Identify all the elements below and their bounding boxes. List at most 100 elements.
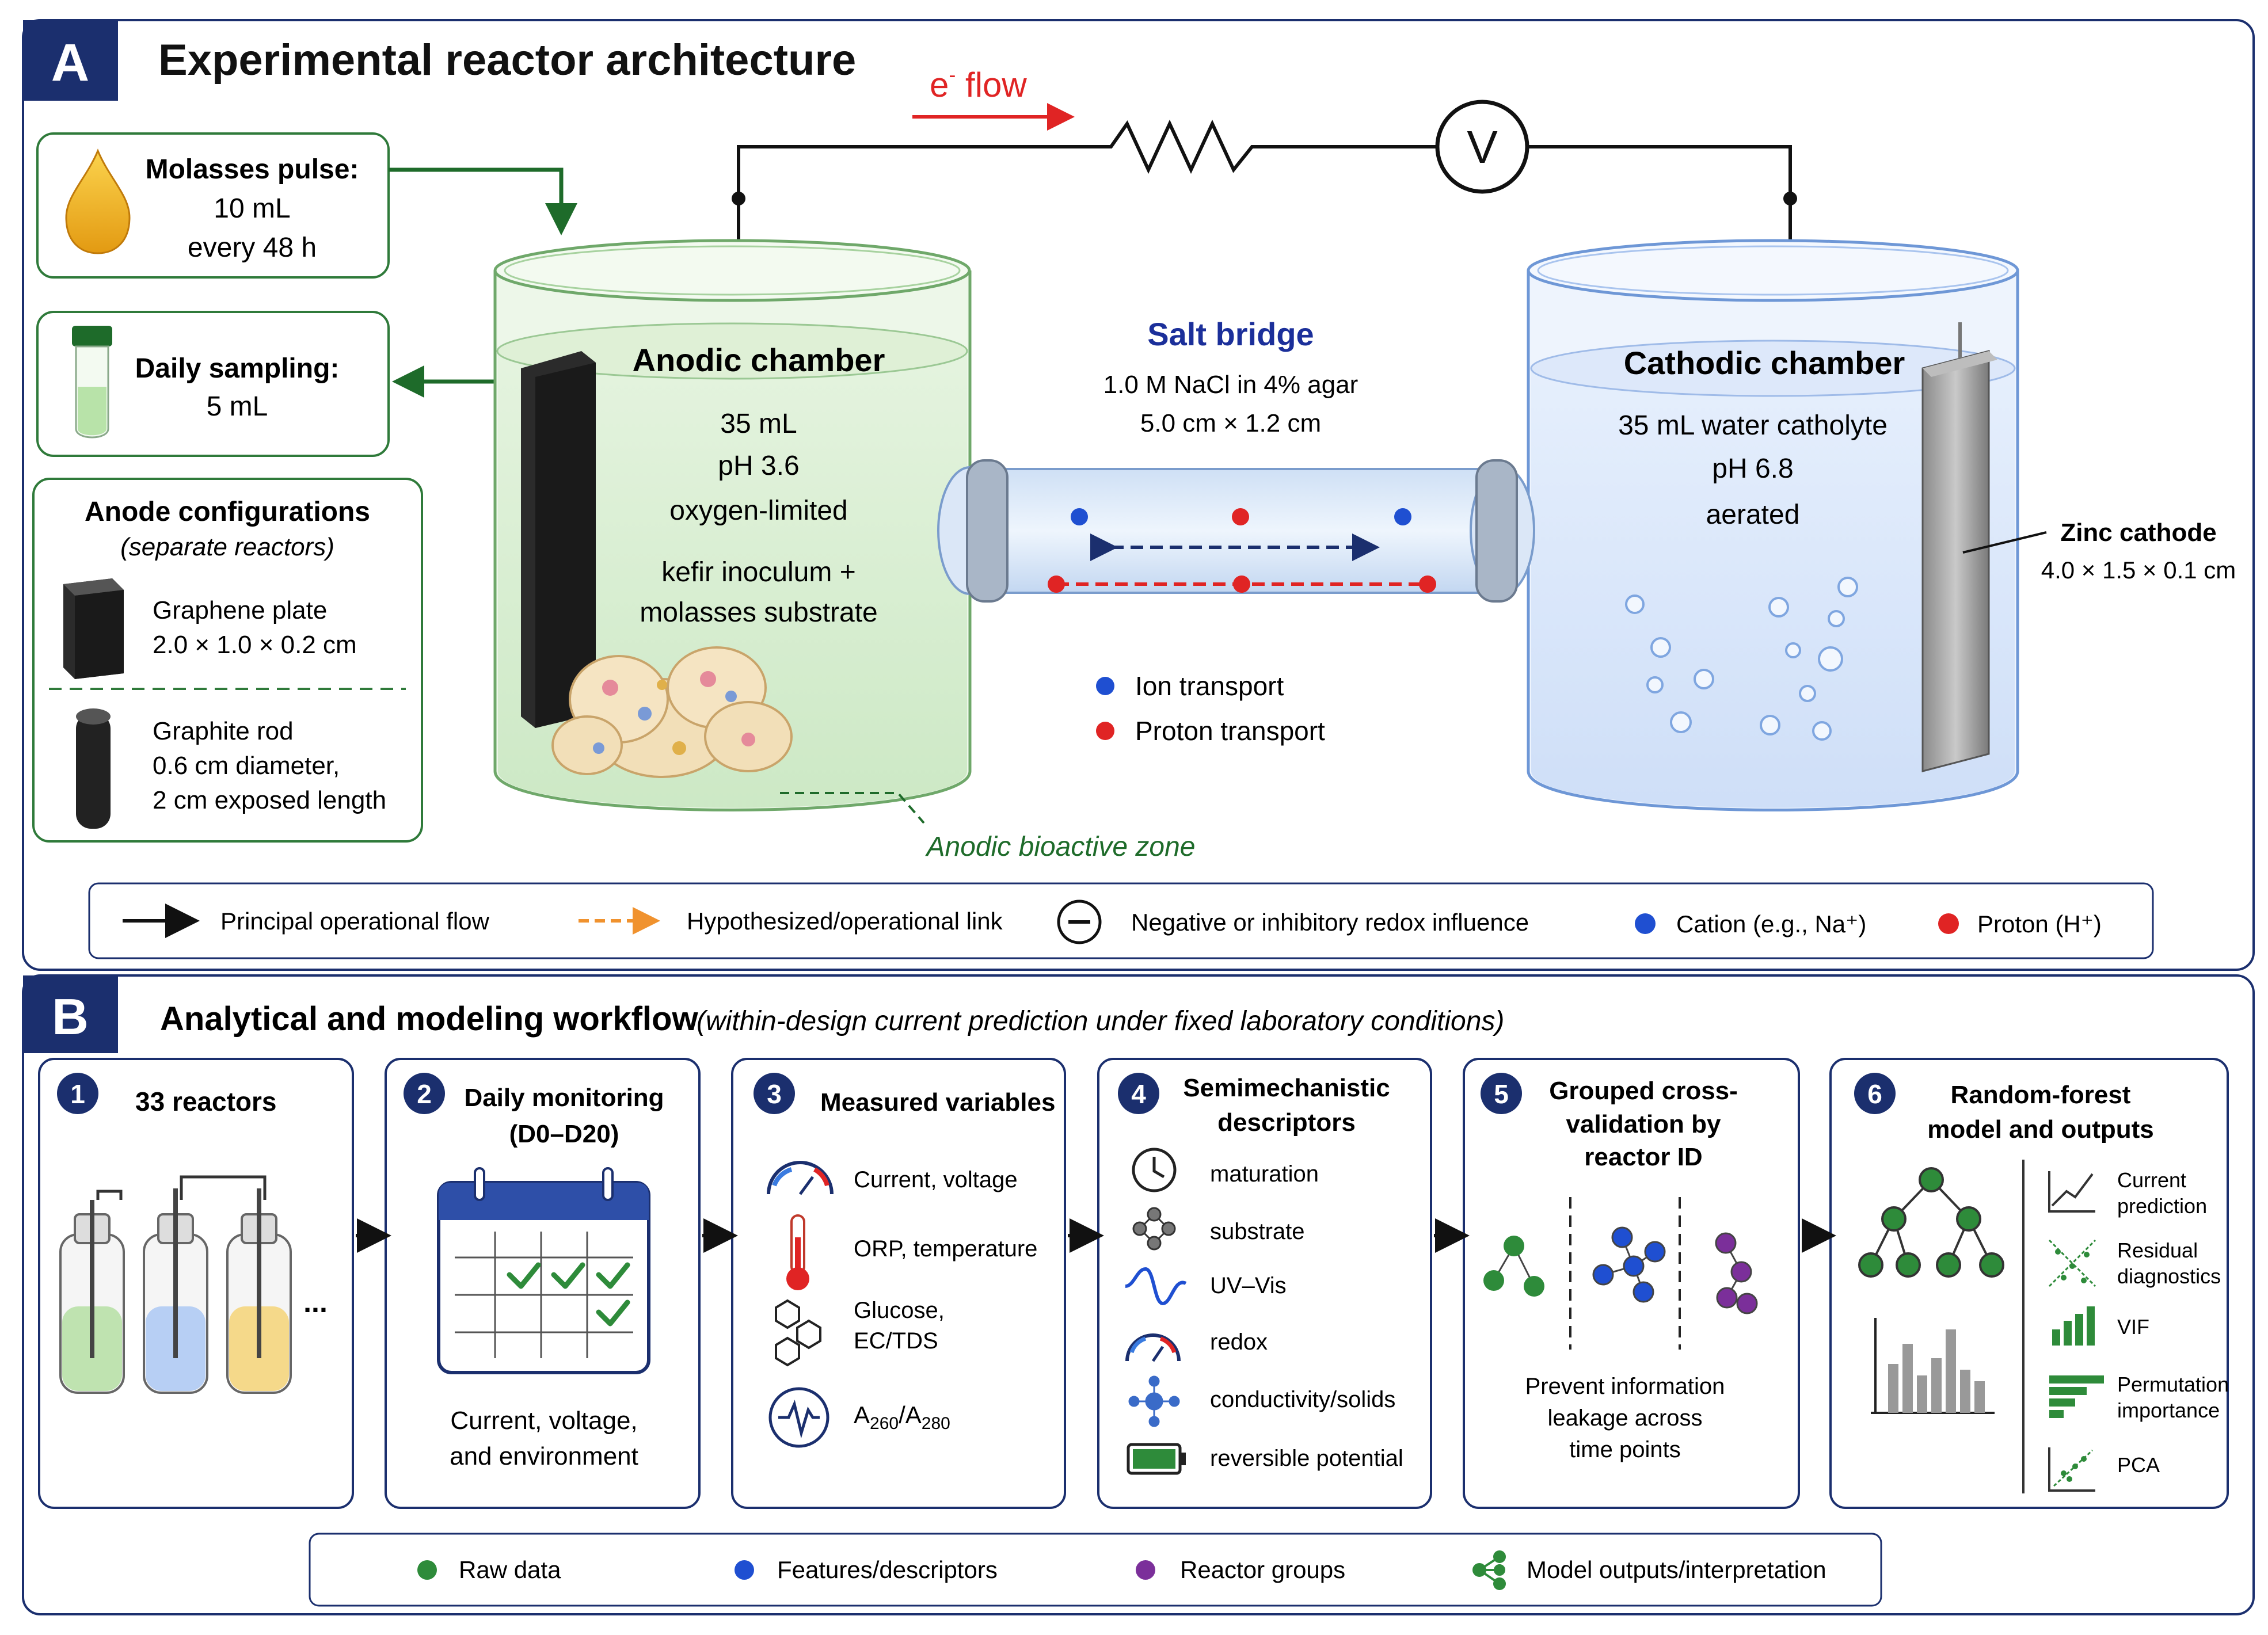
reactor-groups-cluster: [1715, 1232, 1758, 1314]
graphene-name: Graphene plate: [153, 596, 327, 624]
pca-icon: [2048, 1447, 2095, 1492]
voltmeter: [1435, 100, 1529, 194]
legend-hypothesized: Hypothesized/operational link: [687, 908, 1003, 935]
bar-chart-icon: [1871, 1318, 1995, 1414]
molasses-line2: 10 mL: [214, 193, 290, 224]
legend-features-dot: [735, 1560, 754, 1580]
legend-cation: Cation (e.g., Na⁺): [1676, 910, 1866, 937]
step2-badge: [404, 1073, 445, 1114]
step5-caption2: leakage across: [1547, 1405, 1702, 1431]
legend-cation-dot: [1635, 913, 1656, 934]
step5-num: 5: [1494, 1079, 1509, 1109]
step4-title2: descriptors: [1217, 1108, 1356, 1137]
zinc-title: Zinc cathode: [2060, 519, 2216, 547]
panel-a-badge-box: [23, 20, 118, 101]
residual-icon: [2048, 1239, 2096, 1287]
sampling-line2: 5 mL: [207, 391, 268, 422]
battery-icon: [1127, 1443, 1186, 1475]
cathodic-l3: aerated: [1706, 500, 1800, 530]
raw-data-cluster: [1483, 1236, 1544, 1297]
step2-title1: Daily monitoring: [464, 1084, 664, 1112]
step4-title1: Semimechanistic: [1183, 1074, 1390, 1102]
graphite-rod-icon: [76, 708, 111, 829]
vif-icon: [2052, 1306, 2095, 1346]
step3-badge: [754, 1073, 795, 1114]
panel-b-title: Analytical and modeling workflow: [160, 1000, 698, 1038]
sampling-line1: Daily sampling:: [135, 353, 340, 384]
step1-badge: [57, 1073, 98, 1114]
cathodic-l2: pH 6.8: [1712, 453, 1793, 484]
step4-badge: [1118, 1073, 1159, 1114]
step2-caption1: Current, voltage,: [450, 1407, 637, 1435]
step3-title: Measured variables: [820, 1088, 1055, 1116]
bridge-ion-dot: [1394, 508, 1411, 525]
step3-num: 3: [767, 1079, 782, 1109]
panel-a-title: Experimental reactor architecture: [158, 36, 856, 85]
step5-caption3: time points: [1569, 1437, 1680, 1462]
step6-item-current: Current: [2117, 1168, 2186, 1192]
voltmeter-label: V: [1467, 121, 1498, 173]
anode-configs-title: Anode configurations: [85, 497, 370, 527]
zinc-cathode: [1921, 322, 1997, 772]
bubbles: [1625, 577, 1858, 741]
anodic-l5: molasses substrate: [640, 597, 878, 628]
step4-item-conductivity: conductivity/solids: [1210, 1387, 1395, 1412]
step5-caption1: Prevent information: [1525, 1374, 1725, 1399]
panel-a-badge: A: [51, 33, 89, 92]
step3-ratio: A260/A280: [854, 1401, 950, 1433]
anode-electrode: [521, 351, 596, 728]
graphite-line3: 2 cm exposed length: [153, 786, 386, 814]
substrate-icon: [1132, 1207, 1176, 1251]
step5-badge: [1481, 1073, 1522, 1114]
ion-transport-dot: [1096, 677, 1114, 695]
anodic-l4: kefir inoculum +: [661, 557, 855, 588]
step4-item-redox: redox: [1210, 1329, 1268, 1355]
legend-principal: Principal operational flow: [220, 908, 490, 935]
bridge-ion-dot: [1071, 508, 1088, 525]
molasses-line1: Molasses pulse:: [146, 154, 359, 185]
graphite-name: Graphite rod: [153, 717, 294, 745]
panel-a-frame: [22, 19, 2255, 971]
proton-transport-dot: [1096, 722, 1114, 740]
step1-num: 1: [70, 1079, 85, 1109]
step5-title3: reactor ID: [1584, 1143, 1702, 1171]
step6-item-prediction: prediction: [2117, 1194, 2207, 1218]
bridge-proton-dot: [1419, 576, 1436, 593]
step4-num: 4: [1131, 1079, 1146, 1109]
step4-item-substrate: substrate: [1210, 1219, 1305, 1244]
bridge-proton-dot: [1232, 508, 1249, 525]
share-nodes-icon: [1472, 1550, 1506, 1590]
panel-b-frame: [22, 974, 2255, 1615]
step3-item-ectds: EC/TDS: [854, 1328, 938, 1354]
salt-bridge-l1: 1.0 M NaCl in 4% agar: [1103, 371, 1358, 399]
zinc-dims: 4.0 × 1.5 × 0.1 cm: [2041, 557, 2236, 584]
graphene-dims: 2.0 × 1.0 × 0.2 cm: [153, 631, 357, 659]
legend-proton-dot: [1938, 913, 1959, 934]
step4-box: [1097, 1058, 1432, 1509]
step3-item-current: Current, voltage: [854, 1167, 1018, 1192]
permutation-icon: [2049, 1375, 2104, 1418]
legend-raw-dot: [417, 1560, 437, 1580]
bioactive-zone-label: Anodic bioactive zone: [925, 832, 1196, 862]
anode-terminal-dot: [732, 192, 745, 205]
wave-icon: [1125, 1267, 1187, 1306]
anode-configs-subtitle: (separate reactors): [120, 533, 334, 561]
spectrum-icon: [768, 1387, 829, 1448]
panel-b-subtitle: (within-design current prediction under …: [697, 1006, 1504, 1036]
molecule-icon: [775, 1299, 821, 1367]
features-cluster: [1592, 1226, 1666, 1303]
gauge-icon: [767, 1161, 834, 1195]
step6-title1: Random-forest: [1951, 1081, 2131, 1109]
network-icon: [1128, 1375, 1180, 1427]
eflow-label: e- flow: [930, 63, 1027, 104]
calendar-icon: [437, 1167, 650, 1374]
ion-transport-label: Ion transport: [1135, 671, 1284, 701]
graphene-plate-icon: [63, 578, 124, 679]
graphite-line2: 0.6 cm diameter,: [153, 752, 340, 780]
panel-b-badge: B: [52, 988, 89, 1045]
step6-item-importance: importance: [2117, 1398, 2220, 1422]
cathodic-title: Cathodic chamber: [1624, 345, 1905, 381]
tree-icon: [1858, 1167, 2004, 1278]
salt-bridge-tube: [937, 459, 1535, 603]
